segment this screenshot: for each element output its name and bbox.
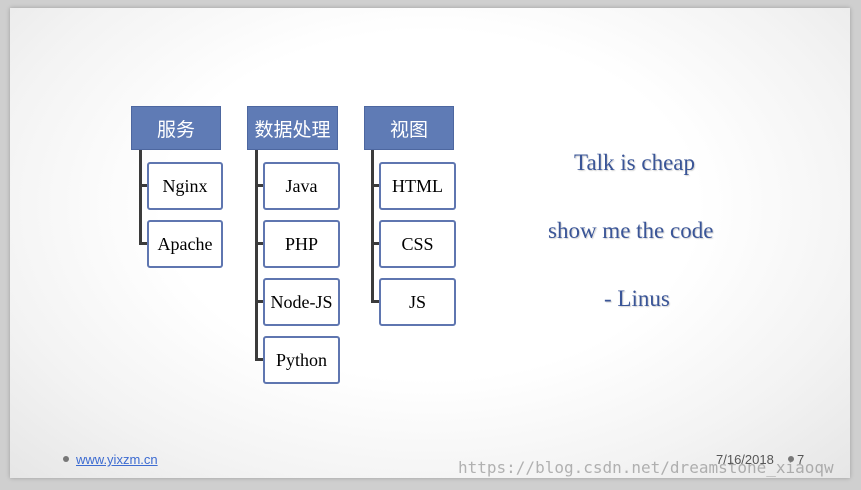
quote-line-2: show me the code xyxy=(548,218,714,243)
item-css: CSS xyxy=(379,220,456,268)
footer-link[interactable]: www.yixzm.cn xyxy=(76,452,158,467)
connector-line xyxy=(371,150,374,303)
item-js: JS xyxy=(379,278,456,326)
column-header-service: 服务 xyxy=(131,106,221,150)
connector-line xyxy=(255,184,265,187)
quote-line-1: Talk is cheap xyxy=(574,150,696,175)
page-number: 7 xyxy=(797,452,805,467)
item-python: Python xyxy=(263,336,340,384)
bullet-icon xyxy=(788,456,794,462)
quote-attribution: - Linus xyxy=(604,286,670,311)
connector-line xyxy=(255,300,265,303)
connector-line xyxy=(371,184,381,187)
item-html: HTML xyxy=(379,162,456,210)
connector-line xyxy=(255,242,265,245)
connector-line xyxy=(371,242,381,245)
bullet-icon xyxy=(63,456,69,462)
watermark: https://blog.csdn.net/dreamstone_xiaoqw xyxy=(458,458,834,477)
connector-line xyxy=(255,150,258,361)
connector-line xyxy=(371,300,381,303)
column-header-data-processing: 数据处理 xyxy=(247,106,338,150)
item-node-js: Node-JS xyxy=(263,278,340,326)
column-header-view: 视图 xyxy=(364,106,454,150)
item-php: PHP xyxy=(263,220,340,268)
connector-line xyxy=(139,184,149,187)
connector-line xyxy=(139,242,149,245)
connector-line xyxy=(255,358,265,361)
item-java: Java xyxy=(263,162,340,210)
item-apache: Apache xyxy=(147,220,223,268)
connector-line xyxy=(139,150,142,245)
item-nginx: Nginx xyxy=(147,162,223,210)
slide-date: 7/16/2018 xyxy=(716,452,774,467)
